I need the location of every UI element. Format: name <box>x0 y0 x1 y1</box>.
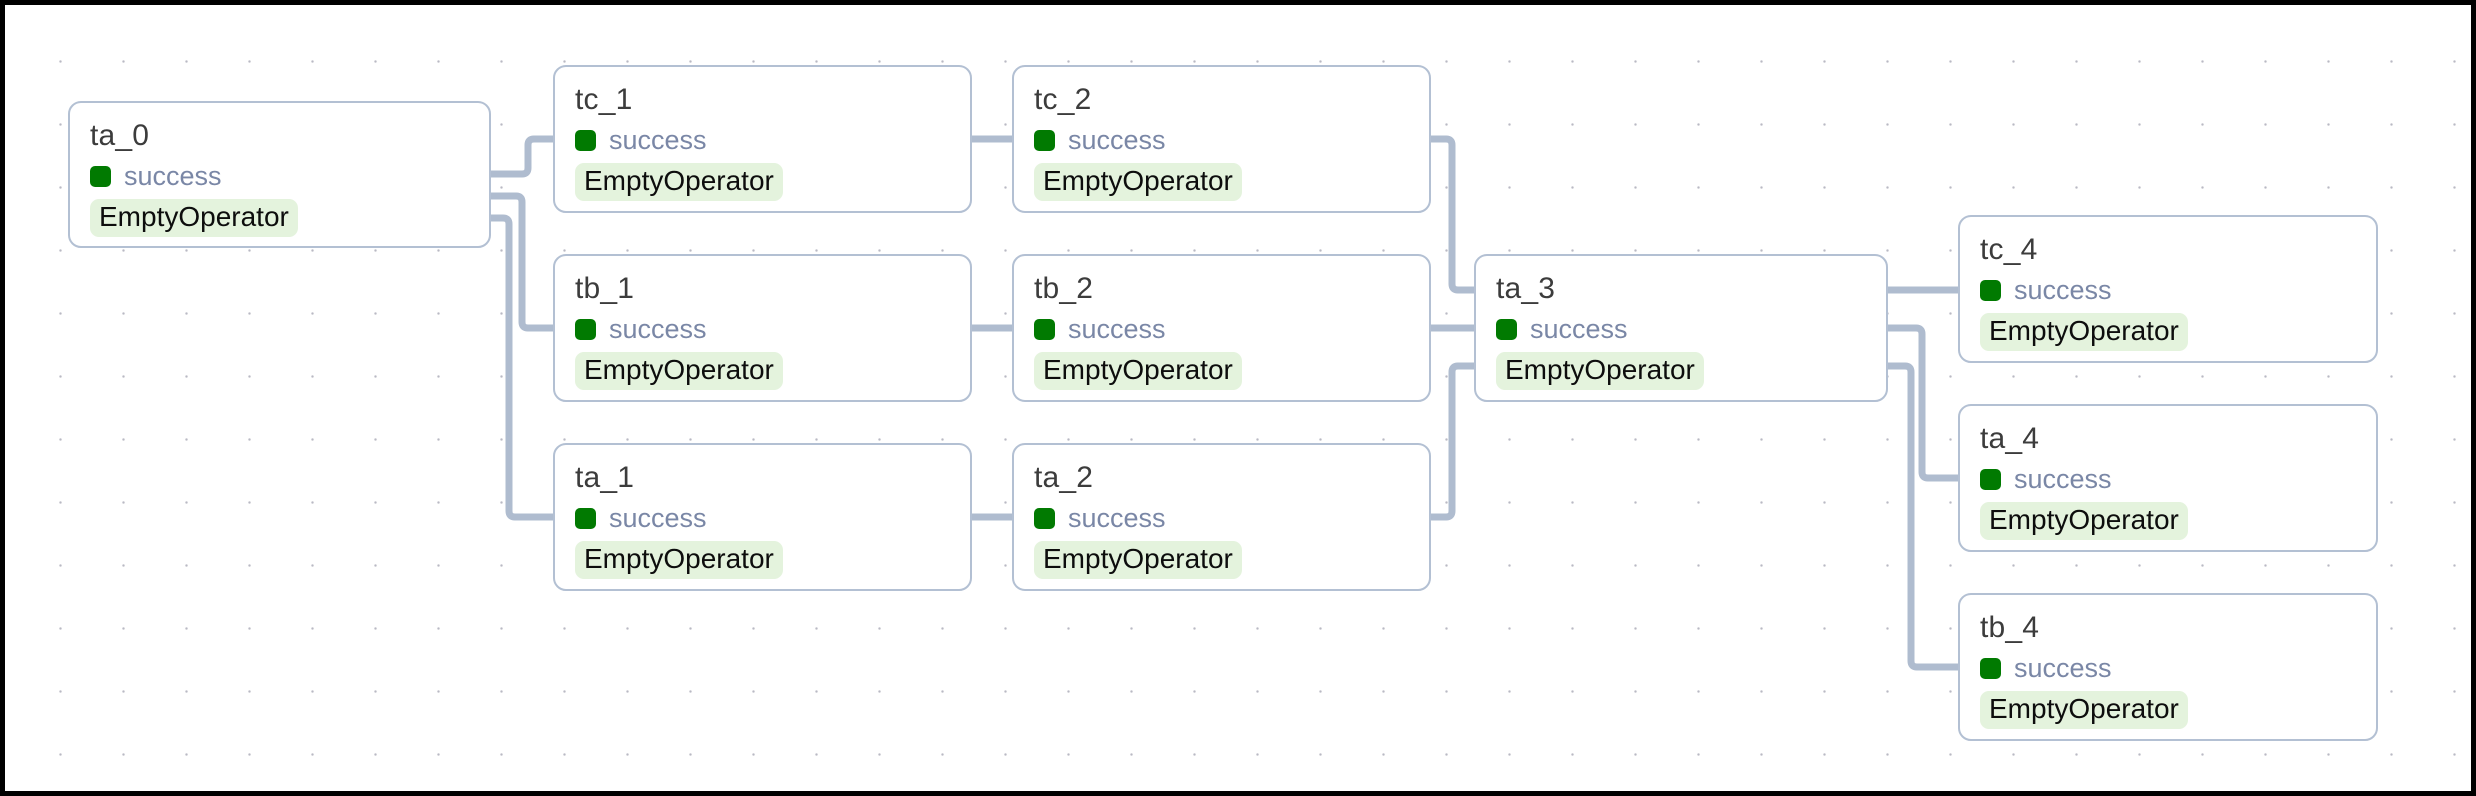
task-state-label: success <box>2014 275 2112 305</box>
task-node-title: tb_1 <box>575 272 635 305</box>
task-state-row: success <box>1496 312 1866 346</box>
task-node-title: tb_2 <box>1034 272 1094 305</box>
operator-row: EmptyOperator <box>1034 541 1409 579</box>
operator-row: EmptyOperator <box>1496 352 1866 390</box>
operator-row: EmptyOperator <box>90 199 469 237</box>
task-state-row: success <box>90 159 469 193</box>
task-state-row: success <box>1034 123 1409 157</box>
operator-chip: EmptyOperator <box>1980 691 2188 729</box>
task-state-label: success <box>1068 503 1166 533</box>
task-state-label: success <box>1530 314 1628 344</box>
success-status-icon <box>1034 129 1055 151</box>
task-state-label: success <box>124 161 222 191</box>
task-node-title: ta_2 <box>1034 461 1094 494</box>
task-node-title: ta_4 <box>1980 422 2040 455</box>
task-state-label: success <box>2014 464 2112 494</box>
task-state-row: success <box>1034 501 1409 535</box>
operator-chip: EmptyOperator <box>1034 541 1242 579</box>
operator-chip: EmptyOperator <box>575 163 783 201</box>
operator-chip: EmptyOperator <box>1034 163 1242 201</box>
task-state-label: success <box>2014 653 2112 683</box>
task-state-row: success <box>1980 462 2356 496</box>
operator-chip: EmptyOperator <box>1980 313 2188 351</box>
operator-row: EmptyOperator <box>1034 352 1409 390</box>
success-status-icon <box>1034 507 1055 529</box>
operator-chip: EmptyOperator <box>575 352 783 390</box>
task-node-title: ta_1 <box>575 461 635 494</box>
task-node-title: tc_4 <box>1980 233 2038 266</box>
task-node-title: ta_0 <box>90 119 150 152</box>
task-node-title: ta_3 <box>1496 272 1556 305</box>
task-state-row: success <box>575 501 950 535</box>
success-status-icon <box>575 507 596 529</box>
operator-chip: EmptyOperator <box>90 199 298 237</box>
task-state-label: success <box>1068 125 1166 155</box>
task-state-row: success <box>575 123 950 157</box>
operator-chip: EmptyOperator <box>575 541 783 579</box>
task-node-title: tc_1 <box>575 83 633 116</box>
task-state-label: success <box>1068 314 1166 344</box>
operator-row: EmptyOperator <box>1980 313 2356 351</box>
task-state-label: success <box>609 125 707 155</box>
success-status-icon <box>1034 318 1055 340</box>
task-state-label: success <box>609 503 707 533</box>
task-state-label: success <box>609 314 707 344</box>
operator-row: EmptyOperator <box>1980 502 2356 540</box>
operator-row: EmptyOperator <box>575 163 950 201</box>
success-status-icon <box>1980 279 2001 301</box>
operator-chip: EmptyOperator <box>1496 352 1704 390</box>
task-state-row: success <box>1980 273 2356 307</box>
task-state-row: success <box>1980 651 2356 685</box>
success-status-icon <box>575 318 596 340</box>
task-node-title: tb_4 <box>1980 611 2040 644</box>
success-status-icon <box>575 129 596 151</box>
success-status-icon <box>1496 318 1517 340</box>
success-status-icon <box>1980 657 2001 679</box>
task-node-title: tc_2 <box>1034 83 1092 116</box>
success-status-icon <box>90 165 111 187</box>
task-state-row: success <box>575 312 950 346</box>
operator-row: EmptyOperator <box>1980 691 2356 729</box>
operator-row: EmptyOperator <box>1034 163 1409 201</box>
operator-chip: EmptyOperator <box>1034 352 1242 390</box>
operator-row: EmptyOperator <box>575 352 950 390</box>
operator-chip: EmptyOperator <box>1980 502 2188 540</box>
task-state-row: success <box>1034 312 1409 346</box>
success-status-icon <box>1980 468 2001 490</box>
operator-row: EmptyOperator <box>575 541 950 579</box>
